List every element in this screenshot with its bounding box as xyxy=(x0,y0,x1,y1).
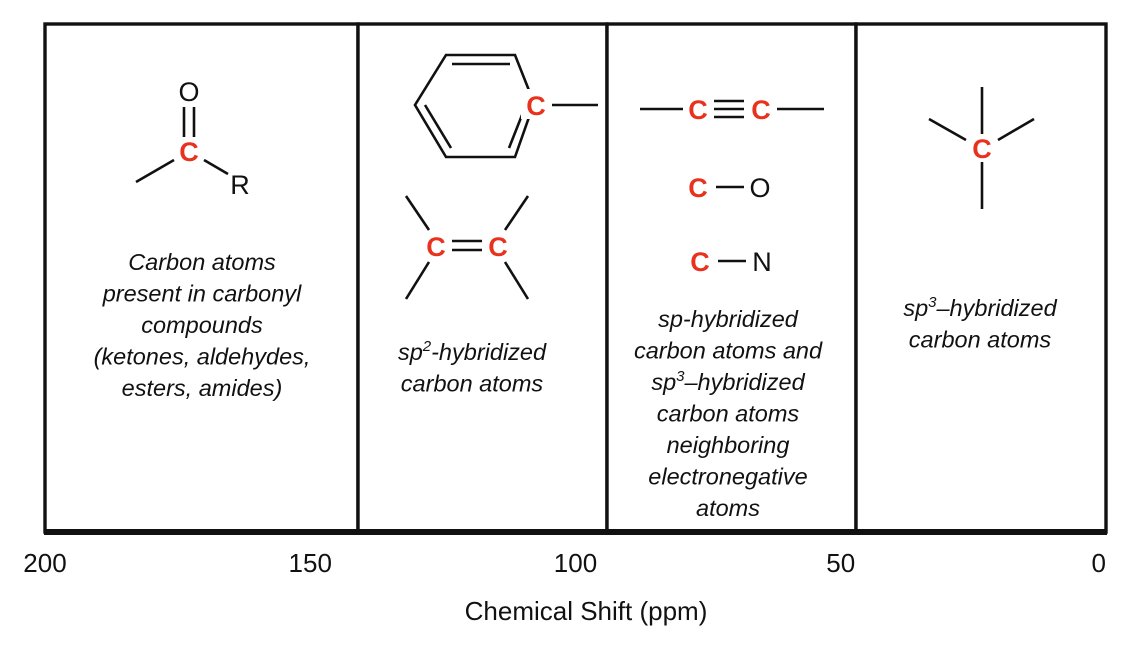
region-3-description-line: atoms xyxy=(696,495,760,521)
benzene-carbon-mask xyxy=(521,89,551,119)
alkene-bond-top-left xyxy=(404,195,431,231)
axis-tick-150: 150 xyxy=(289,548,332,578)
region-box-carbonyl xyxy=(43,22,360,534)
benzene-inner-bond-left xyxy=(423,104,453,149)
benzene-carbon-label: C xyxy=(526,91,546,121)
carbon-oxygen-structure: C O xyxy=(688,173,770,203)
axis-tick-50: 50 xyxy=(826,548,855,578)
region-3-description-line: sp-hybridized xyxy=(658,306,799,332)
carbonyl-structure: O C R xyxy=(135,77,250,200)
carbonyl-oxygen-label: O xyxy=(178,77,199,107)
alkene-bond-bottom-right xyxy=(503,261,530,300)
sp3-carbon-label: C xyxy=(972,134,992,164)
region-boxes xyxy=(43,22,1108,535)
cn-nitrogen-label: N xyxy=(752,247,772,277)
region-3-description-line: carbon atoms xyxy=(657,401,800,427)
region-1-description-line: present in carbonyl xyxy=(102,281,302,307)
axis-tick-0: 0 xyxy=(1092,548,1106,578)
region-4-description-line: sp3–hybridized xyxy=(903,294,1057,321)
axis-tick-labels: 200 150 100 50 0 xyxy=(23,548,1106,578)
region-1-description-line: Carbon atoms xyxy=(128,249,276,275)
cn-carbon-label: C xyxy=(690,247,710,277)
region-box-sp2 xyxy=(356,22,609,534)
carbonyl-carbon-label: C xyxy=(179,137,199,167)
region-4-description-line: carbon atoms xyxy=(909,327,1052,353)
region-descriptions: Carbon atoms present in carbonyl compounds… xyxy=(94,249,1058,521)
axis-tick-100: 100 xyxy=(554,548,597,578)
sp3-bond-right xyxy=(997,117,1035,142)
carbon-nitrogen-structure: C N xyxy=(690,247,772,277)
region-3-description-line: sp3–hybridized xyxy=(651,368,805,395)
alkyne-structure: C C xyxy=(640,95,824,125)
region-2-description-line: carbon atoms xyxy=(401,371,544,397)
co-carbon-label: C xyxy=(688,173,708,203)
region-1-description-line: (ketones, aldehydes, xyxy=(94,344,311,370)
region-3-description-line: electronegative xyxy=(648,464,807,490)
alkene-bond-bottom-left xyxy=(404,261,431,300)
region-1-description-line: compounds xyxy=(141,312,263,338)
carbonyl-right-bond xyxy=(203,158,229,176)
alkene-carbon-right-label: C xyxy=(488,232,508,262)
alkene-carbon-left-label: C xyxy=(426,232,446,262)
sp3-carbon-structure: C xyxy=(928,87,1035,209)
axis-tick-200: 200 xyxy=(23,548,66,578)
region-3-description-line: carbon atoms and xyxy=(634,338,823,364)
sp3-bond-left xyxy=(928,117,967,142)
region-1-description-line: esters, amides) xyxy=(122,375,283,401)
axis-title: Chemical Shift (ppm) xyxy=(465,596,708,626)
co-oxygen-label: O xyxy=(749,173,770,203)
carbonyl-r-group-label: R xyxy=(230,170,250,200)
alkene-bond-top-right xyxy=(503,195,530,231)
alkyne-carbon-right-label: C xyxy=(751,95,771,125)
benzene-structure: C xyxy=(413,53,598,159)
alkyne-carbon-left-label: C xyxy=(688,95,708,125)
alkene-structure: C C xyxy=(404,195,530,300)
benzene-ring xyxy=(413,53,536,159)
carbonyl-left-bond xyxy=(135,158,175,184)
region-3-description-line: neighboring xyxy=(667,432,790,458)
region-2-description-line: sp2-hybridized xyxy=(398,338,547,365)
